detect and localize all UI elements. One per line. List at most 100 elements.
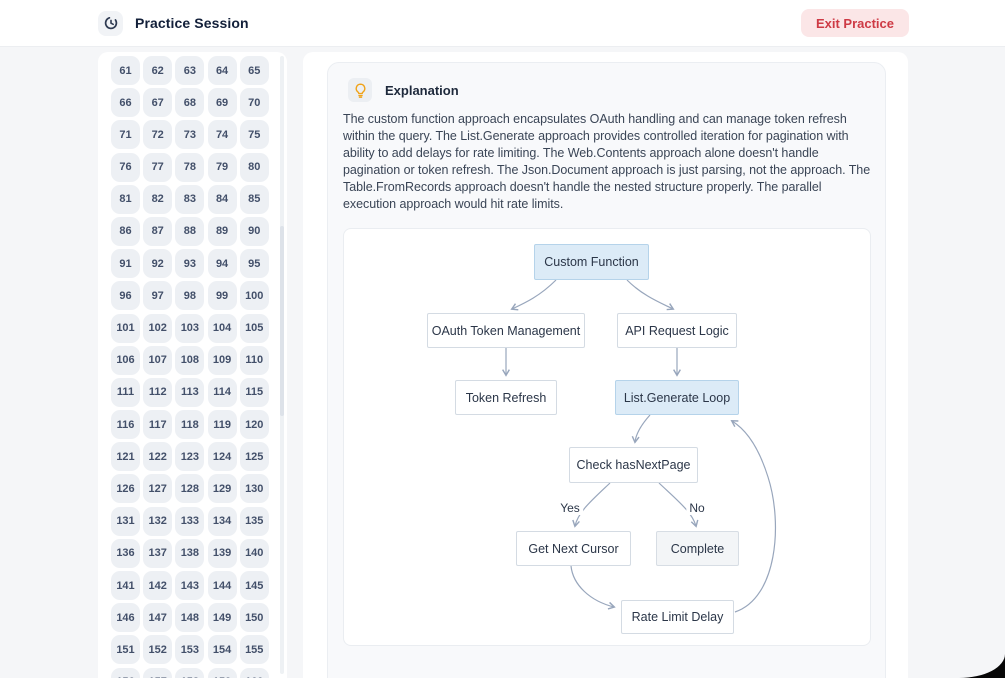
question-cell-145[interactable]: 145 bbox=[239, 571, 269, 600]
question-cell-117[interactable]: 117 bbox=[143, 410, 173, 440]
question-cell-82[interactable]: 82 bbox=[143, 184, 173, 214]
question-cell-119[interactable]: 119 bbox=[207, 410, 237, 440]
question-cell-116[interactable]: 116 bbox=[111, 410, 140, 440]
question-cell-100[interactable]: 100 bbox=[239, 281, 269, 311]
question-cell-118[interactable]: 118 bbox=[175, 410, 205, 440]
question-cell-123[interactable]: 123 bbox=[175, 442, 205, 472]
question-cell-140[interactable]: 140 bbox=[239, 538, 269, 568]
question-cell-157[interactable]: 157 bbox=[143, 667, 173, 678]
question-cell-113[interactable]: 113 bbox=[175, 377, 205, 407]
question-cell-135[interactable]: 135 bbox=[239, 506, 269, 536]
question-cell-73[interactable]: 73 bbox=[175, 120, 205, 150]
question-cell-108[interactable]: 108 bbox=[175, 345, 205, 375]
question-cell-80[interactable]: 80 bbox=[239, 152, 269, 182]
question-cell-68[interactable]: 68 bbox=[175, 88, 205, 118]
question-cell-64[interactable]: 64 bbox=[207, 56, 237, 85]
question-cell-61[interactable]: 61 bbox=[111, 56, 140, 85]
question-cell-159[interactable]: 159 bbox=[207, 667, 237, 678]
question-cell-125[interactable]: 125 bbox=[239, 442, 269, 472]
question-cell-133[interactable]: 133 bbox=[175, 506, 205, 536]
question-cell-83[interactable]: 83 bbox=[175, 184, 205, 214]
question-cell-131[interactable]: 131 bbox=[111, 506, 140, 536]
question-cell-81[interactable]: 81 bbox=[111, 184, 140, 214]
sidebar-scrollbar-thumb[interactable] bbox=[280, 226, 284, 416]
question-cell-151[interactable]: 151 bbox=[111, 635, 140, 665]
question-cell-111[interactable]: 111 bbox=[111, 377, 140, 407]
sidebar-scrollbar[interactable] bbox=[280, 56, 284, 674]
question-cell-102[interactable]: 102 bbox=[143, 313, 173, 343]
question-cell-97[interactable]: 97 bbox=[143, 281, 173, 311]
question-cell-91[interactable]: 91 bbox=[111, 249, 140, 279]
question-cell-120[interactable]: 120 bbox=[239, 410, 269, 440]
question-cell-94[interactable]: 94 bbox=[207, 249, 237, 279]
question-cell-107[interactable]: 107 bbox=[143, 345, 173, 375]
question-cell-75[interactable]: 75 bbox=[239, 120, 269, 150]
question-cell-62[interactable]: 62 bbox=[143, 56, 173, 85]
question-cell-127[interactable]: 127 bbox=[143, 474, 173, 504]
question-cell-139[interactable]: 139 bbox=[207, 538, 237, 568]
question-cell-66[interactable]: 66 bbox=[111, 88, 140, 118]
question-cell-86[interactable]: 86 bbox=[111, 216, 140, 246]
question-cell-142[interactable]: 142 bbox=[143, 571, 173, 600]
question-cell-146[interactable]: 146 bbox=[111, 603, 140, 633]
question-cell-84[interactable]: 84 bbox=[207, 184, 237, 214]
timer-button[interactable] bbox=[98, 10, 123, 36]
question-cell-143[interactable]: 143 bbox=[175, 571, 205, 600]
question-cell-69[interactable]: 69 bbox=[207, 88, 237, 118]
question-cell-103[interactable]: 103 bbox=[175, 313, 205, 343]
question-cell-152[interactable]: 152 bbox=[143, 635, 173, 665]
question-cell-141[interactable]: 141 bbox=[111, 571, 140, 600]
question-cell-112[interactable]: 112 bbox=[143, 377, 173, 407]
question-cell-104[interactable]: 104 bbox=[207, 313, 237, 343]
question-cell-155[interactable]: 155 bbox=[239, 635, 269, 665]
question-cell-138[interactable]: 138 bbox=[175, 538, 205, 568]
question-cell-110[interactable]: 110 bbox=[239, 345, 269, 375]
question-cell-150[interactable]: 150 bbox=[239, 603, 269, 633]
question-cell-77[interactable]: 77 bbox=[143, 152, 173, 182]
question-cell-87[interactable]: 87 bbox=[143, 216, 173, 246]
question-cell-70[interactable]: 70 bbox=[239, 88, 269, 118]
question-cell-134[interactable]: 134 bbox=[207, 506, 237, 536]
question-cell-126[interactable]: 126 bbox=[111, 474, 140, 504]
question-cell-67[interactable]: 67 bbox=[143, 88, 173, 118]
question-cell-71[interactable]: 71 bbox=[111, 120, 140, 150]
question-cell-63[interactable]: 63 bbox=[175, 56, 205, 85]
question-cell-106[interactable]: 106 bbox=[111, 345, 140, 375]
question-cell-130[interactable]: 130 bbox=[239, 474, 269, 504]
question-cell-121[interactable]: 121 bbox=[111, 442, 140, 472]
question-cell-148[interactable]: 148 bbox=[175, 603, 205, 633]
question-cell-85[interactable]: 85 bbox=[239, 184, 269, 214]
question-cell-99[interactable]: 99 bbox=[207, 281, 237, 311]
question-cell-88[interactable]: 88 bbox=[175, 216, 205, 246]
question-cell-76[interactable]: 76 bbox=[111, 152, 140, 182]
question-cell-74[interactable]: 74 bbox=[207, 120, 237, 150]
question-cell-89[interactable]: 89 bbox=[207, 216, 237, 246]
question-cell-78[interactable]: 78 bbox=[175, 152, 205, 182]
question-cell-149[interactable]: 149 bbox=[207, 603, 237, 633]
question-cell-93[interactable]: 93 bbox=[175, 249, 205, 279]
question-cell-114[interactable]: 114 bbox=[207, 377, 237, 407]
question-cell-101[interactable]: 101 bbox=[111, 313, 140, 343]
question-cell-105[interactable]: 105 bbox=[239, 313, 269, 343]
question-cell-115[interactable]: 115 bbox=[239, 377, 269, 407]
question-cell-109[interactable]: 109 bbox=[207, 345, 237, 375]
question-cell-156[interactable]: 156 bbox=[111, 667, 140, 678]
question-cell-128[interactable]: 128 bbox=[175, 474, 205, 504]
question-cell-137[interactable]: 137 bbox=[143, 538, 173, 568]
question-cell-154[interactable]: 154 bbox=[207, 635, 237, 665]
question-cell-158[interactable]: 158 bbox=[175, 667, 205, 678]
question-cell-136[interactable]: 136 bbox=[111, 538, 140, 568]
question-cell-144[interactable]: 144 bbox=[207, 571, 237, 600]
question-cell-124[interactable]: 124 bbox=[207, 442, 237, 472]
question-cell-129[interactable]: 129 bbox=[207, 474, 237, 504]
question-cell-79[interactable]: 79 bbox=[207, 152, 237, 182]
question-cell-132[interactable]: 132 bbox=[143, 506, 173, 536]
question-cell-147[interactable]: 147 bbox=[143, 603, 173, 633]
question-cell-98[interactable]: 98 bbox=[175, 281, 205, 311]
question-cell-153[interactable]: 153 bbox=[175, 635, 205, 665]
question-cell-122[interactable]: 122 bbox=[143, 442, 173, 472]
question-cell-95[interactable]: 95 bbox=[239, 249, 269, 279]
question-cell-92[interactable]: 92 bbox=[143, 249, 173, 279]
question-cell-90[interactable]: 90 bbox=[239, 216, 269, 246]
question-cell-96[interactable]: 96 bbox=[111, 281, 140, 311]
